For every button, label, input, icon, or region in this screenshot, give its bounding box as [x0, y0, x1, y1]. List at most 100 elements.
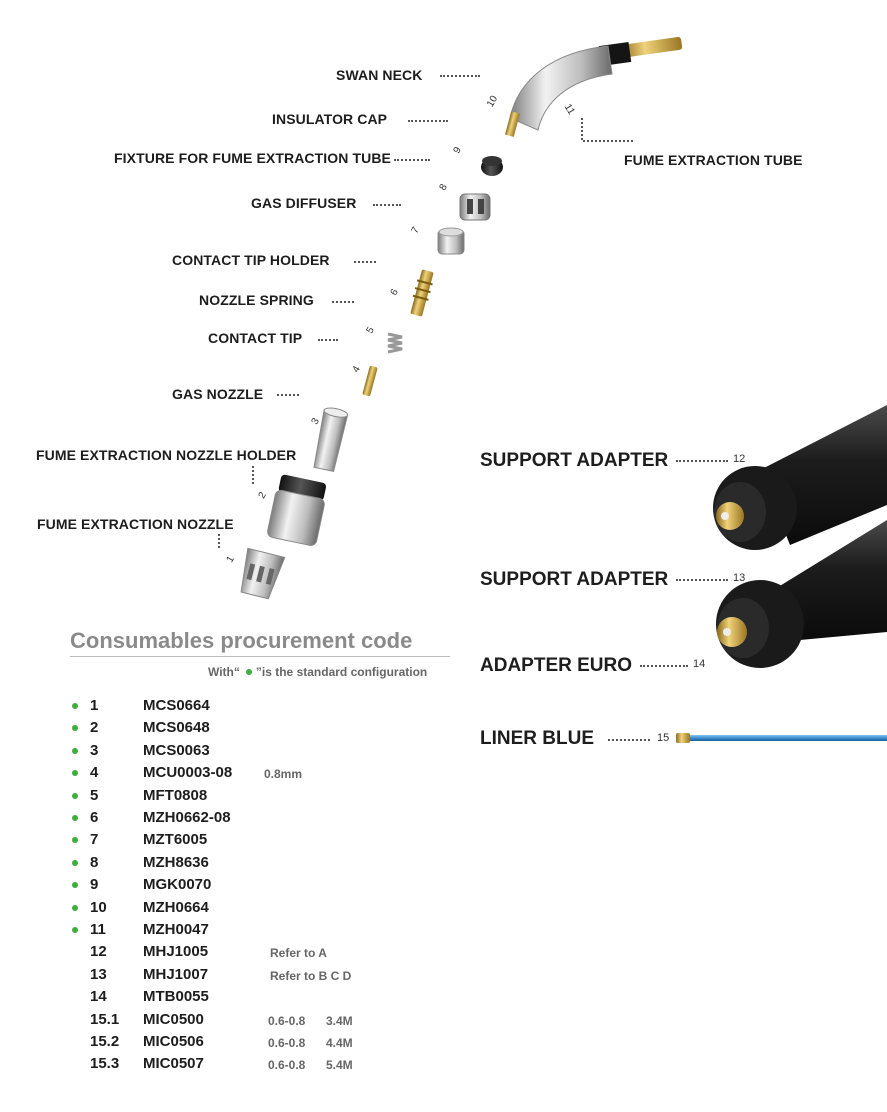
- item-code: MCS0063: [143, 741, 210, 759]
- swan-neck-image: [505, 37, 683, 137]
- item-spec: Refer to A: [270, 946, 327, 961]
- contact-tip-holder-image: [410, 269, 434, 317]
- item-number: 7: [90, 831, 99, 849]
- leader-line: [218, 534, 220, 548]
- item-spec: 0.6-0.8: [268, 1058, 306, 1073]
- leader-line: [676, 579, 728, 581]
- leader-line: [252, 466, 254, 484]
- item-spec: 0.8mm: [264, 767, 303, 782]
- leader-line: [354, 261, 376, 263]
- standard-dot-icon: [72, 882, 78, 889]
- label-nozzle-spring: NOZZLE SPRING: [199, 292, 314, 308]
- note-suffix: ”is the standard configuration: [255, 665, 428, 679]
- item-code: MIC0506: [143, 1033, 204, 1050]
- standard-dot-icon: [72, 904, 78, 911]
- label-swan-neck: SWAN NECK: [336, 67, 423, 83]
- item-number: 1: [90, 697, 99, 714]
- item-number: 10: [90, 898, 107, 916]
- leader-line: [676, 460, 728, 462]
- item-number: 14: [90, 988, 107, 1006]
- standard-dot-icon: [72, 703, 78, 709]
- table-row: 15.3 MIC0507 0.6-0.8 5.4M: [70, 1055, 470, 1075]
- item-code: MFT0808: [143, 786, 208, 804]
- item-code: MGK0070: [143, 876, 212, 894]
- table-row: 11 MZH0047: [70, 921, 470, 941]
- item-number: 6: [90, 809, 99, 826]
- item-code: MTB0055: [143, 988, 209, 1006]
- item-code: MHJ1007: [143, 965, 209, 983]
- leader-line: [332, 301, 354, 303]
- leader-line: [608, 739, 650, 741]
- item-code: MZH8636: [143, 853, 209, 871]
- label-fume-nozzle: FUME EXTRACTION NOZZLE: [37, 516, 234, 532]
- item-number: 15.2: [90, 1033, 120, 1050]
- standard-dot-icon: [72, 725, 78, 732]
- standard-dot-icon: [72, 927, 78, 933]
- item-code: MZT6005: [143, 831, 208, 849]
- label-contact-tip: CONTACT TIP: [208, 330, 303, 346]
- label-contact-tip-holder: CONTACT TIP HOLDER: [172, 252, 330, 268]
- table-row: 3 MCS0063: [70, 742, 470, 762]
- label-fume-nozzle-holder: FUME EXTRACTION NOZZLE HOLDER: [36, 447, 297, 463]
- item-code: MIC0500: [143, 1010, 204, 1028]
- item-number: 8: [90, 853, 99, 871]
- item-spec: Refer to B C D: [270, 968, 352, 983]
- item-code: MCS0664: [143, 697, 210, 714]
- label-insulator-cap: INSULATOR CAP: [272, 111, 388, 127]
- label-adapter-euro: ADAPTER EURO: [480, 655, 633, 676]
- item-code: MHJ1005: [143, 943, 209, 961]
- item-length: 5.4M: [326, 1058, 353, 1073]
- leader-line: [440, 75, 480, 77]
- leader-line: [394, 159, 430, 161]
- standard-note: With“”is the standard configuration: [208, 665, 427, 679]
- contact-tip-image: [362, 365, 378, 397]
- leader-line: [318, 339, 338, 341]
- standard-dot-icon: [72, 815, 78, 821]
- item-code: MZH0662-08: [143, 809, 231, 826]
- leader-line: [581, 118, 583, 140]
- gas-diffuser-image: [437, 227, 465, 255]
- procurement-title: Consumables procurement code: [70, 628, 413, 653]
- table-row: 5 MFT0808: [70, 787, 470, 807]
- table-row: 8 MZH8636: [70, 854, 470, 874]
- liner-blue-image: [676, 733, 887, 743]
- item-number: 5: [90, 786, 99, 804]
- leader-line: [277, 394, 299, 396]
- item-number: 13: [90, 965, 107, 983]
- nozzle-spring-image: [387, 332, 403, 354]
- standard-dot-icon: [72, 859, 78, 866]
- item-number: 11: [90, 921, 106, 938]
- callout-number: 13: [733, 572, 746, 584]
- label-support-adapter-12: SUPPORT ADAPTER: [480, 450, 669, 471]
- insulator-cap-image: [481, 156, 503, 176]
- leader-line: [373, 204, 401, 206]
- label-support-adapter-13: SUPPORT ADAPTER: [480, 569, 669, 590]
- leader-line: [640, 665, 688, 667]
- table-row: 9 MGK0070: [70, 876, 470, 896]
- table-row: 6 MZH0662-08: [70, 809, 470, 829]
- support-adapter-12-image: [713, 405, 887, 550]
- item-number: 9: [90, 876, 99, 894]
- item-code: MZH0047: [143, 921, 209, 938]
- item-number: 3: [90, 741, 99, 759]
- support-adapter-13-image: [716, 520, 887, 668]
- standard-dot-icon: [72, 792, 78, 799]
- fume-nozzle-holder-image: [267, 474, 327, 546]
- item-code: MIC0507: [143, 1055, 204, 1073]
- label-gas-diffuser: GAS DIFFUSER: [251, 195, 357, 211]
- table-row: 7 MZT6005: [70, 831, 470, 851]
- item-number: 15.3: [90, 1055, 120, 1073]
- item-code: MCS0648: [143, 719, 210, 737]
- standard-dot-icon: [72, 747, 78, 754]
- item-length: 3.4M: [326, 1013, 353, 1028]
- item-number: 4: [90, 764, 99, 782]
- standard-dot-icon: [72, 837, 78, 844]
- item-spec: 0.6-0.8: [268, 1013, 306, 1028]
- label-fixture: FIXTURE FOR FUME EXTRACTION TUBE: [114, 150, 391, 166]
- gas-nozzle-image: [313, 407, 349, 473]
- title-divider: [70, 656, 450, 657]
